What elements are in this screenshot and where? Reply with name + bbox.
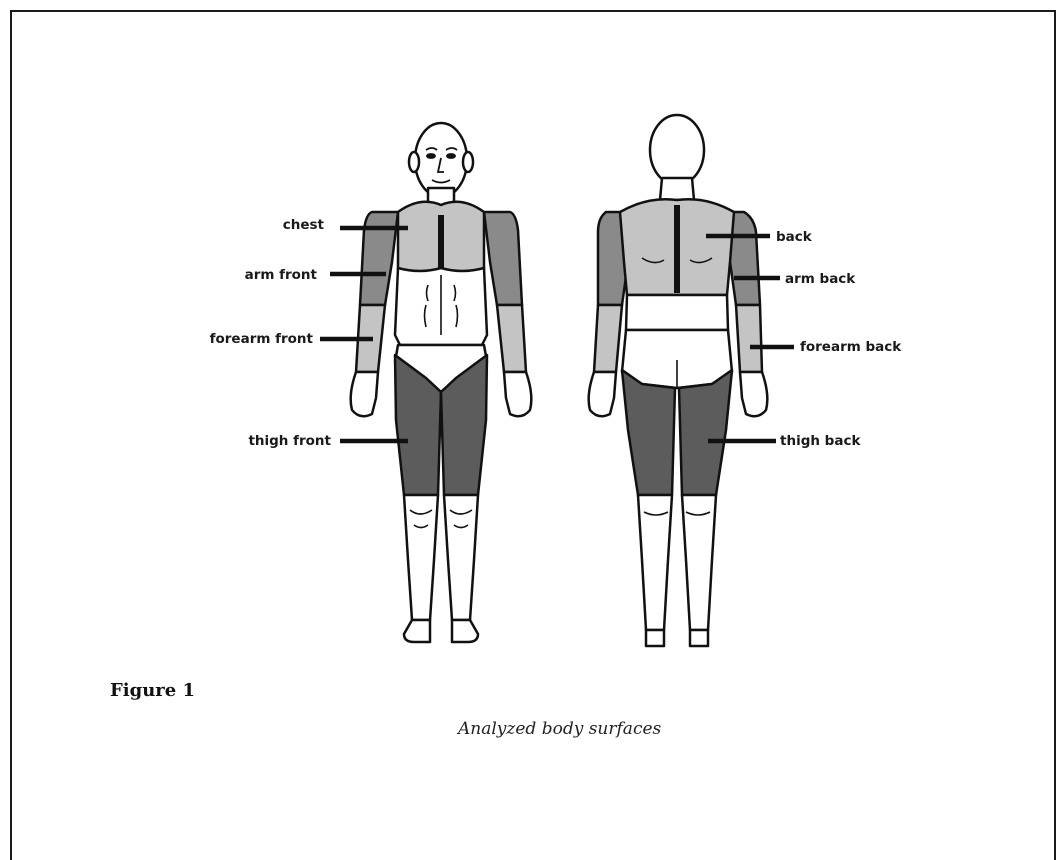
back-body-figure: [589, 115, 768, 646]
back-thigh-left: [622, 370, 675, 495]
label-back: back: [776, 229, 813, 245]
label-forearm-front: forearm front: [210, 331, 314, 347]
label-thigh-back: thigh back: [780, 433, 861, 449]
label-forearm-back: forearm back: [800, 339, 902, 355]
front-forearm-right: [497, 305, 526, 372]
label-arm-front: arm front: [245, 267, 318, 283]
figure-caption: Analyzed body surfaces: [458, 719, 661, 739]
back-forearm-left: [594, 305, 622, 372]
back-head: [650, 115, 704, 185]
front-body-figure: [351, 123, 532, 642]
front-arm-right: [484, 212, 522, 305]
figure-label: Figure 1: [110, 680, 195, 701]
back-thigh-right: [679, 370, 732, 495]
label-thigh-front: thigh front: [248, 433, 331, 449]
labels: chest arm front forearm front thigh fron…: [210, 217, 903, 449]
back-forearm-right: [736, 305, 762, 372]
label-chest: chest: [283, 217, 325, 233]
label-arm-back: arm back: [785, 271, 856, 287]
